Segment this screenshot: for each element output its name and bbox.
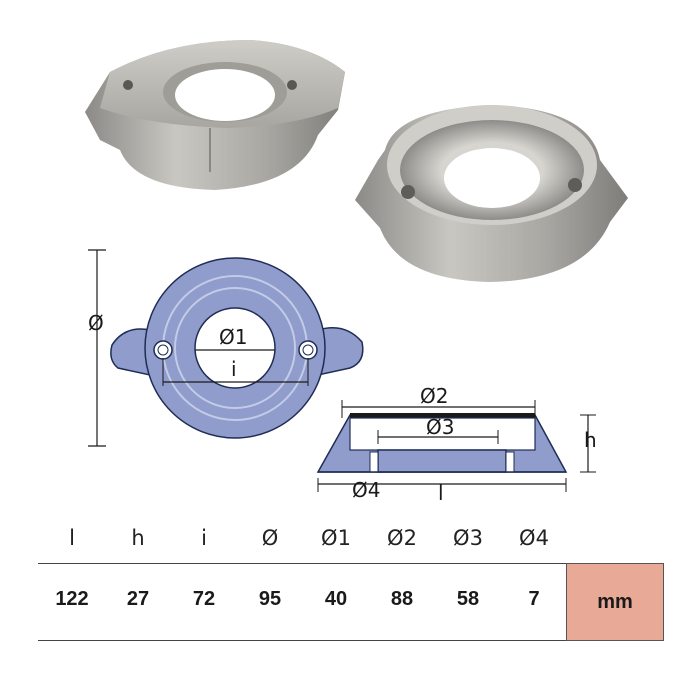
label-d1: Ø1: [219, 325, 247, 349]
spec-table-header: l h i Ø Ø1 Ø2 Ø3 Ø4: [38, 526, 558, 556]
label-d4: Ø4: [352, 478, 380, 502]
header-d1: Ø1: [321, 526, 351, 550]
header-d4: Ø4: [519, 526, 549, 550]
value-d1: 40: [324, 588, 348, 610]
top-view: Ø Ø1 i: [88, 249, 364, 447]
header-h: h: [131, 526, 145, 550]
anode-photo-bowl: [355, 105, 628, 282]
spec-table-values: 122 27 72 95 40 88 58 7 mm: [38, 563, 664, 641]
value-h: 27: [126, 588, 150, 610]
value-d4: 7: [528, 588, 540, 610]
label-diameter: Ø: [88, 311, 104, 335]
value-i: 72: [192, 588, 216, 610]
value-l: 122: [55, 588, 89, 610]
label-d2: Ø2: [420, 384, 448, 408]
value-d2: 88: [390, 588, 414, 610]
technical-drawing: Ø Ø1 i Ø2 Ø3 h Ø4 l: [88, 249, 597, 505]
header-d3: Ø3: [453, 526, 483, 550]
section-view: Ø2 Ø3 h Ø4 l: [316, 384, 597, 505]
center-bore: [194, 307, 276, 389]
value-d3: 58: [456, 588, 480, 610]
header-l: l: [69, 526, 75, 550]
header-i: i: [201, 526, 207, 550]
header-d2: Ø2: [387, 526, 417, 550]
unit-cell: mm: [566, 563, 664, 641]
label-d3: Ø3: [426, 415, 454, 439]
label-h: h: [584, 428, 597, 452]
label-i: i: [231, 357, 237, 381]
header-diameter: Ø: [261, 526, 279, 550]
anode-photo-top: [85, 40, 345, 190]
value-diameter: 95: [258, 588, 282, 610]
product-photos: [85, 40, 628, 282]
label-l: l: [438, 481, 444, 505]
